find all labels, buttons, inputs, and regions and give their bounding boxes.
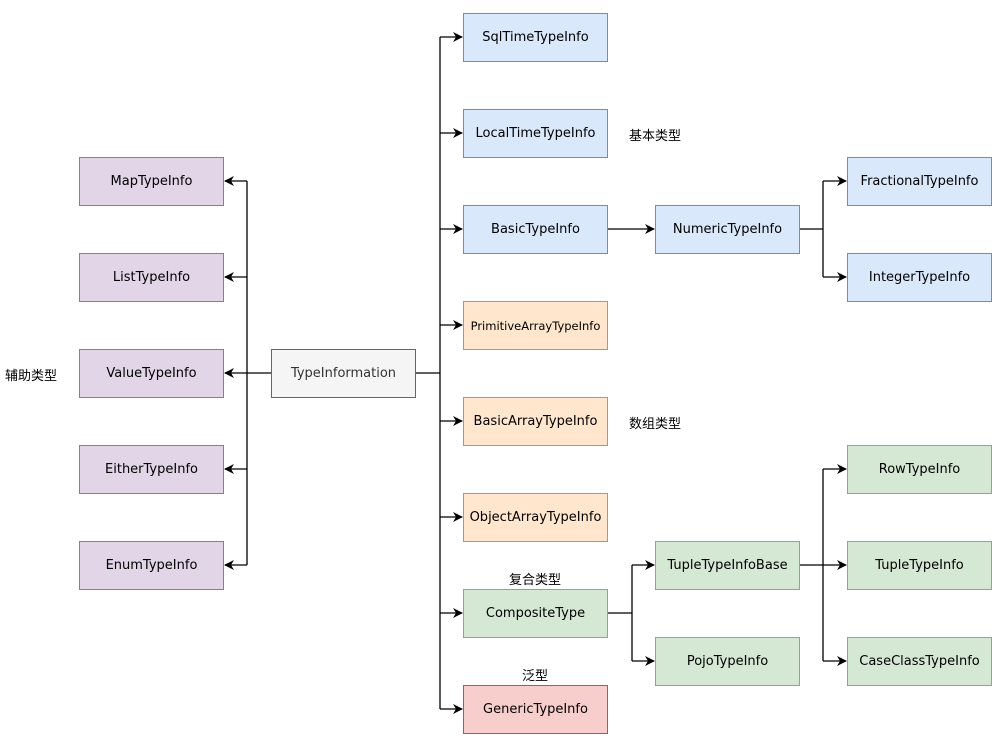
- auxiliary-types-label: 辅助类型: [5, 369, 58, 384]
- pojo-type-info-node[interactable]: PojoTypeInfo: [655, 637, 800, 686]
- generic-type-info-node[interactable]: GenericTypeInfo: [463, 685, 608, 734]
- primitive-array-type-info-node[interactable]: PrimitiveArrayTypeInfo: [463, 301, 608, 350]
- integer-type-info-node[interactable]: IntegerTypeInfo: [847, 253, 992, 302]
- generic-type-info-label: GenericTypeInfo: [483, 702, 588, 717]
- pojo-type-info-label: PojoTypeInfo: [686, 654, 769, 669]
- case-class-type-info-node[interactable]: CaseClassTypeInfo: [847, 637, 992, 686]
- basic-types-label: 基本类型: [629, 129, 682, 144]
- basic-type-info-label: BasicTypeInfo: [491, 222, 580, 237]
- composite-type-node[interactable]: CompositeType: [463, 589, 608, 638]
- basic-array-type-info-node[interactable]: BasicArrayTypeInfo: [463, 397, 608, 446]
- composite-type-label: CompositeType: [485, 606, 586, 621]
- value-type-info-label: ValueTypeInfo: [106, 366, 197, 381]
- type-information-label: TypeInformation: [290, 366, 397, 381]
- object-array-type-info-node[interactable]: ObjectArrayTypeInfo: [463, 493, 608, 542]
- sql-time-type-info-label: SqlTimeTypeInfo: [482, 30, 589, 45]
- tuple-type-info-base-label: TupleTypeInfoBase: [667, 558, 788, 573]
- basic-array-type-info-label: BasicArrayTypeInfo: [473, 414, 598, 429]
- object-array-type-info-label: ObjectArrayTypeInfo: [469, 510, 602, 525]
- map-type-info-label: MapTypeInfo: [110, 174, 193, 189]
- fractional-type-info-label: FractionalTypeInfo: [860, 174, 979, 189]
- either-type-info-node[interactable]: EitherTypeInfo: [79, 445, 224, 494]
- tuple-type-info-base-node[interactable]: TupleTypeInfoBase: [655, 541, 800, 590]
- basic-type-info-node[interactable]: BasicTypeInfo: [463, 205, 608, 254]
- row-type-info-label: RowTypeInfo: [878, 462, 961, 477]
- map-type-info-node[interactable]: MapTypeInfo: [79, 157, 224, 206]
- either-type-info-label: EitherTypeInfo: [105, 462, 198, 477]
- enum-type-info-label: EnumTypeInfo: [105, 558, 198, 573]
- case-class-type-info-label: CaseClassTypeInfo: [859, 654, 980, 669]
- value-type-info-node[interactable]: ValueTypeInfo: [79, 349, 224, 398]
- composite-types-label: 复合类型: [509, 573, 562, 588]
- local-time-type-info-node[interactable]: LocalTimeTypeInfo: [463, 109, 608, 158]
- local-time-type-info-label: LocalTimeTypeInfo: [475, 126, 596, 141]
- numeric-type-info-label: NumericTypeInfo: [672, 222, 783, 237]
- numeric-type-info-node[interactable]: NumericTypeInfo: [655, 205, 800, 254]
- type-information-node[interactable]: TypeInformation: [271, 349, 416, 398]
- integer-type-info-label: IntegerTypeInfo: [868, 270, 971, 285]
- tuple-type-info-node[interactable]: TupleTypeInfo: [847, 541, 992, 590]
- primitive-array-type-info-label: PrimitiveArrayTypeInfo: [470, 318, 601, 333]
- list-type-info-label: ListTypeInfo: [112, 270, 191, 285]
- row-type-info-node[interactable]: RowTypeInfo: [847, 445, 992, 494]
- generic-types-label: 泛型: [522, 669, 549, 684]
- enum-type-info-node[interactable]: EnumTypeInfo: [79, 541, 224, 590]
- list-type-info-node[interactable]: ListTypeInfo: [79, 253, 224, 302]
- sql-time-type-info-node[interactable]: SqlTimeTypeInfo: [463, 13, 608, 62]
- tuple-type-info-label: TupleTypeInfo: [875, 558, 964, 573]
- fractional-type-info-node[interactable]: FractionalTypeInfo: [847, 157, 992, 206]
- array-types-label: 数组类型: [629, 417, 682, 432]
